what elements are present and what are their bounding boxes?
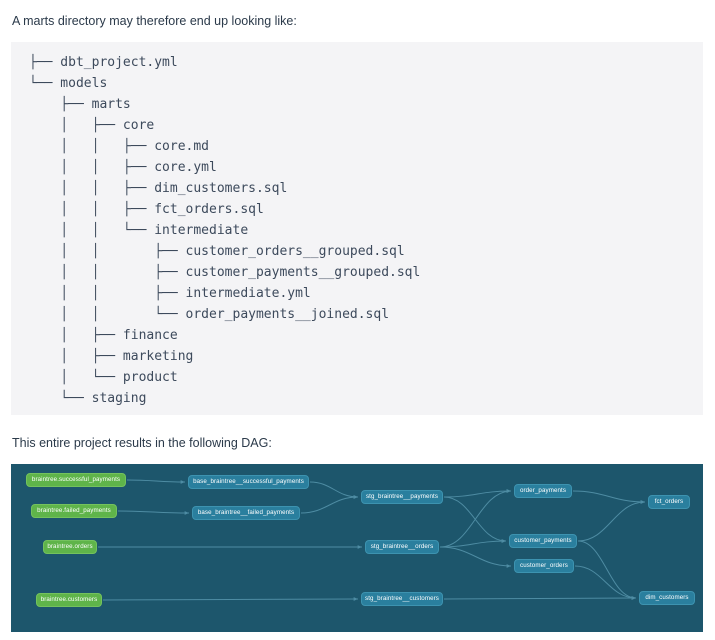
dag-node-braintree_customers[interactable]: braintree.customers — [36, 593, 102, 607]
dag-node-stg_braintree_payments[interactable]: stg_braintree__payments — [361, 490, 443, 504]
dag-edge-stg_braintree_customers-to-dim_customers — [443, 596, 637, 600]
dag-edges-layer — [98, 479, 646, 601]
dag-node-base_braintree_successful_payments[interactable]: base_braintree__successful_payments — [188, 475, 309, 489]
dag-edge-stg_braintree_orders-to-customer_payments — [439, 539, 507, 548]
dag-edge-customer_payments-to-dim_customers — [577, 540, 637, 600]
dag-node-order_payments[interactable]: order_payments — [514, 484, 572, 498]
dag-edge-customer_orders-to-dim_customers — [574, 565, 637, 600]
intro-paragraph: A marts directory may therefore end up l… — [12, 14, 297, 28]
dag-edge-stg_braintree_orders-to-order_payments — [439, 489, 512, 548]
dag-node-base_braintree_failed_payments[interactable]: base_braintree__failed_payments — [192, 506, 300, 520]
dag-caption-paragraph: This entire project results in the follo… — [12, 436, 272, 450]
dag-node-stg_braintree_customers[interactable]: stg_braintree__customers — [361, 592, 443, 606]
dag-edge-braintree_successful_payments-to-base_braintree_successful_payments — [126, 479, 186, 484]
dag-node-dim_customers[interactable]: dim_customers — [639, 591, 695, 605]
dag-node-braintree_failed_payments[interactable]: braintree.failed_payments — [31, 504, 117, 518]
dag-edge-stg_braintree_payments-to-order_payments — [443, 489, 512, 498]
directory-tree-text: ├── dbt_project.yml └── models ├── marts… — [29, 55, 421, 406]
dag-node-braintree_orders[interactable]: braintree.orders — [43, 540, 97, 554]
dag-edge-order_payments-to-fct_orders — [572, 490, 646, 504]
dag-edge-braintree_customers-to-stg_braintree_customers — [102, 597, 359, 601]
dag-edge-base_braintree_successful_payments-to-stg_braintree_payments — [309, 481, 359, 499]
directory-tree-code-block: ├── dbt_project.yml └── models ├── marts… — [11, 42, 703, 415]
dag-node-fct_orders[interactable]: fct_orders — [648, 495, 690, 509]
dag-node-stg_braintree_orders[interactable]: stg_braintree__orders — [365, 540, 439, 554]
dag-node-braintree_successful_payments[interactable]: braintree.successful_payments — [26, 473, 126, 487]
dag-node-customer_orders[interactable]: customer_orders — [514, 559, 574, 573]
dag-node-customer_payments[interactable]: customer_payments — [509, 534, 577, 548]
dag-edge-base_braintree_failed_payments-to-stg_braintree_payments — [300, 495, 359, 514]
dag-edge-braintree_failed_payments-to-base_braintree_failed_payments — [117, 510, 190, 515]
dag-edge-stg_braintree_orders-to-customer_orders — [439, 546, 512, 568]
dag-edge-customer_payments-to-fct_orders — [577, 500, 646, 542]
dag-diagram-panel[interactable]: braintree.successful_payments braintree.f… — [11, 464, 703, 632]
